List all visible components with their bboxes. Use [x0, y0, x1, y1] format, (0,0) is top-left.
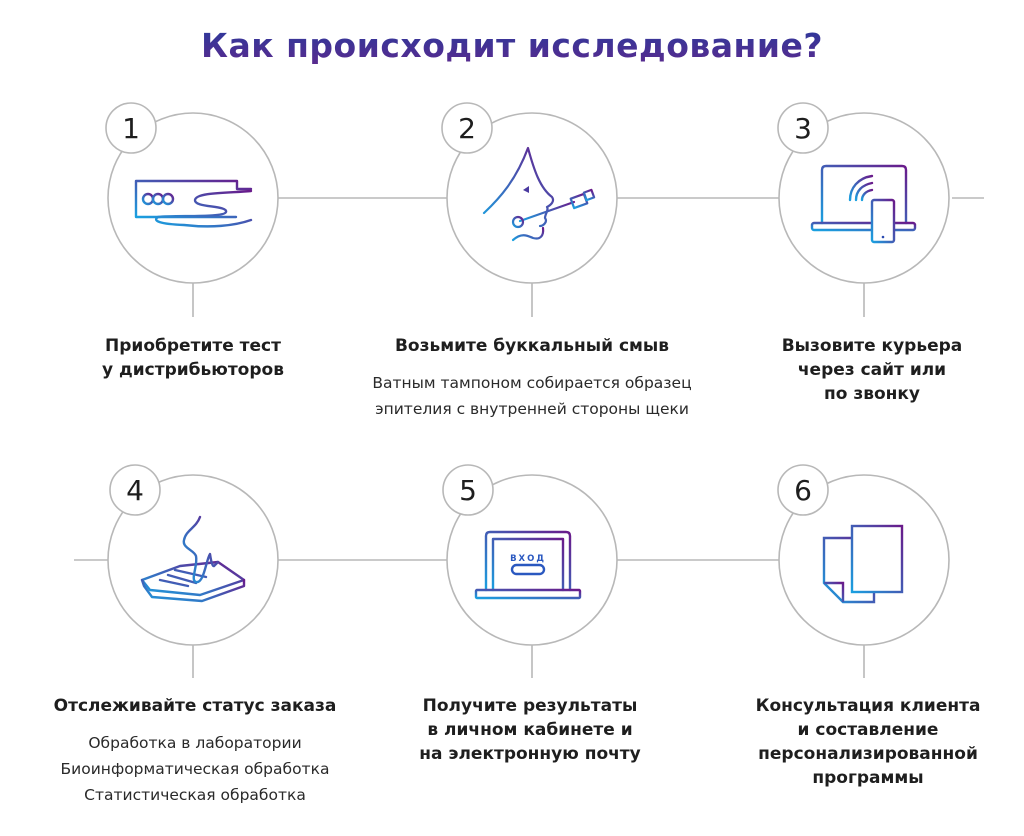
step-5-title: Получите результаты в личном кабинете и … — [419, 696, 641, 764]
step-2-description: Ватным тампоном собирается образец эпите… — [372, 374, 692, 418]
step-2-number: 2 — [458, 112, 476, 145]
connector-lines — [74, 197, 984, 678]
step-6-number: 6 — [794, 474, 812, 507]
step-2-badge — [441, 102, 493, 154]
step-3-circle — [778, 112, 950, 284]
documents-icon — [822, 524, 904, 604]
login-label: ВХОД — [510, 554, 546, 564]
step-1-number: 1 — [122, 112, 140, 145]
step-6-badge — [777, 464, 829, 516]
step-2-title: Возьмите буккальный смыв — [394, 336, 670, 356]
step-4-description: Обработка в лаборатории Биоинформатическ… — [60, 734, 330, 804]
step-4-number: 4 — [126, 474, 144, 507]
step-5-number: 5 — [459, 474, 477, 507]
laptop-phone-call-icon — [810, 164, 917, 244]
hand-tablet-icon — [140, 515, 246, 603]
step-1-title: Приобретите тест у дистрибьюторов — [102, 336, 284, 380]
hand-card-icon — [134, 179, 253, 228]
step-3-number: 3 — [794, 112, 812, 145]
step-1-badge — [105, 102, 157, 154]
step-2-circle — [446, 112, 618, 284]
step-3-badge — [777, 102, 829, 154]
buccal-swab-icon — [482, 146, 596, 242]
step-4-circle — [107, 474, 279, 646]
step-4-badge — [109, 464, 161, 516]
step-6-title: Консультация клиента и составление персо… — [755, 696, 981, 788]
page-title: Как происходит исследование? — [0, 26, 1024, 65]
step-4-title: Отслеживайте статус заказа — [53, 696, 337, 716]
laptop-login-icon — [474, 530, 582, 600]
step-3-title: Вызовите курьера через сайт или по звонк… — [781, 336, 963, 404]
step-5-badge — [442, 464, 494, 516]
step-1-circle — [107, 112, 279, 284]
step-5-circle — [446, 474, 618, 646]
